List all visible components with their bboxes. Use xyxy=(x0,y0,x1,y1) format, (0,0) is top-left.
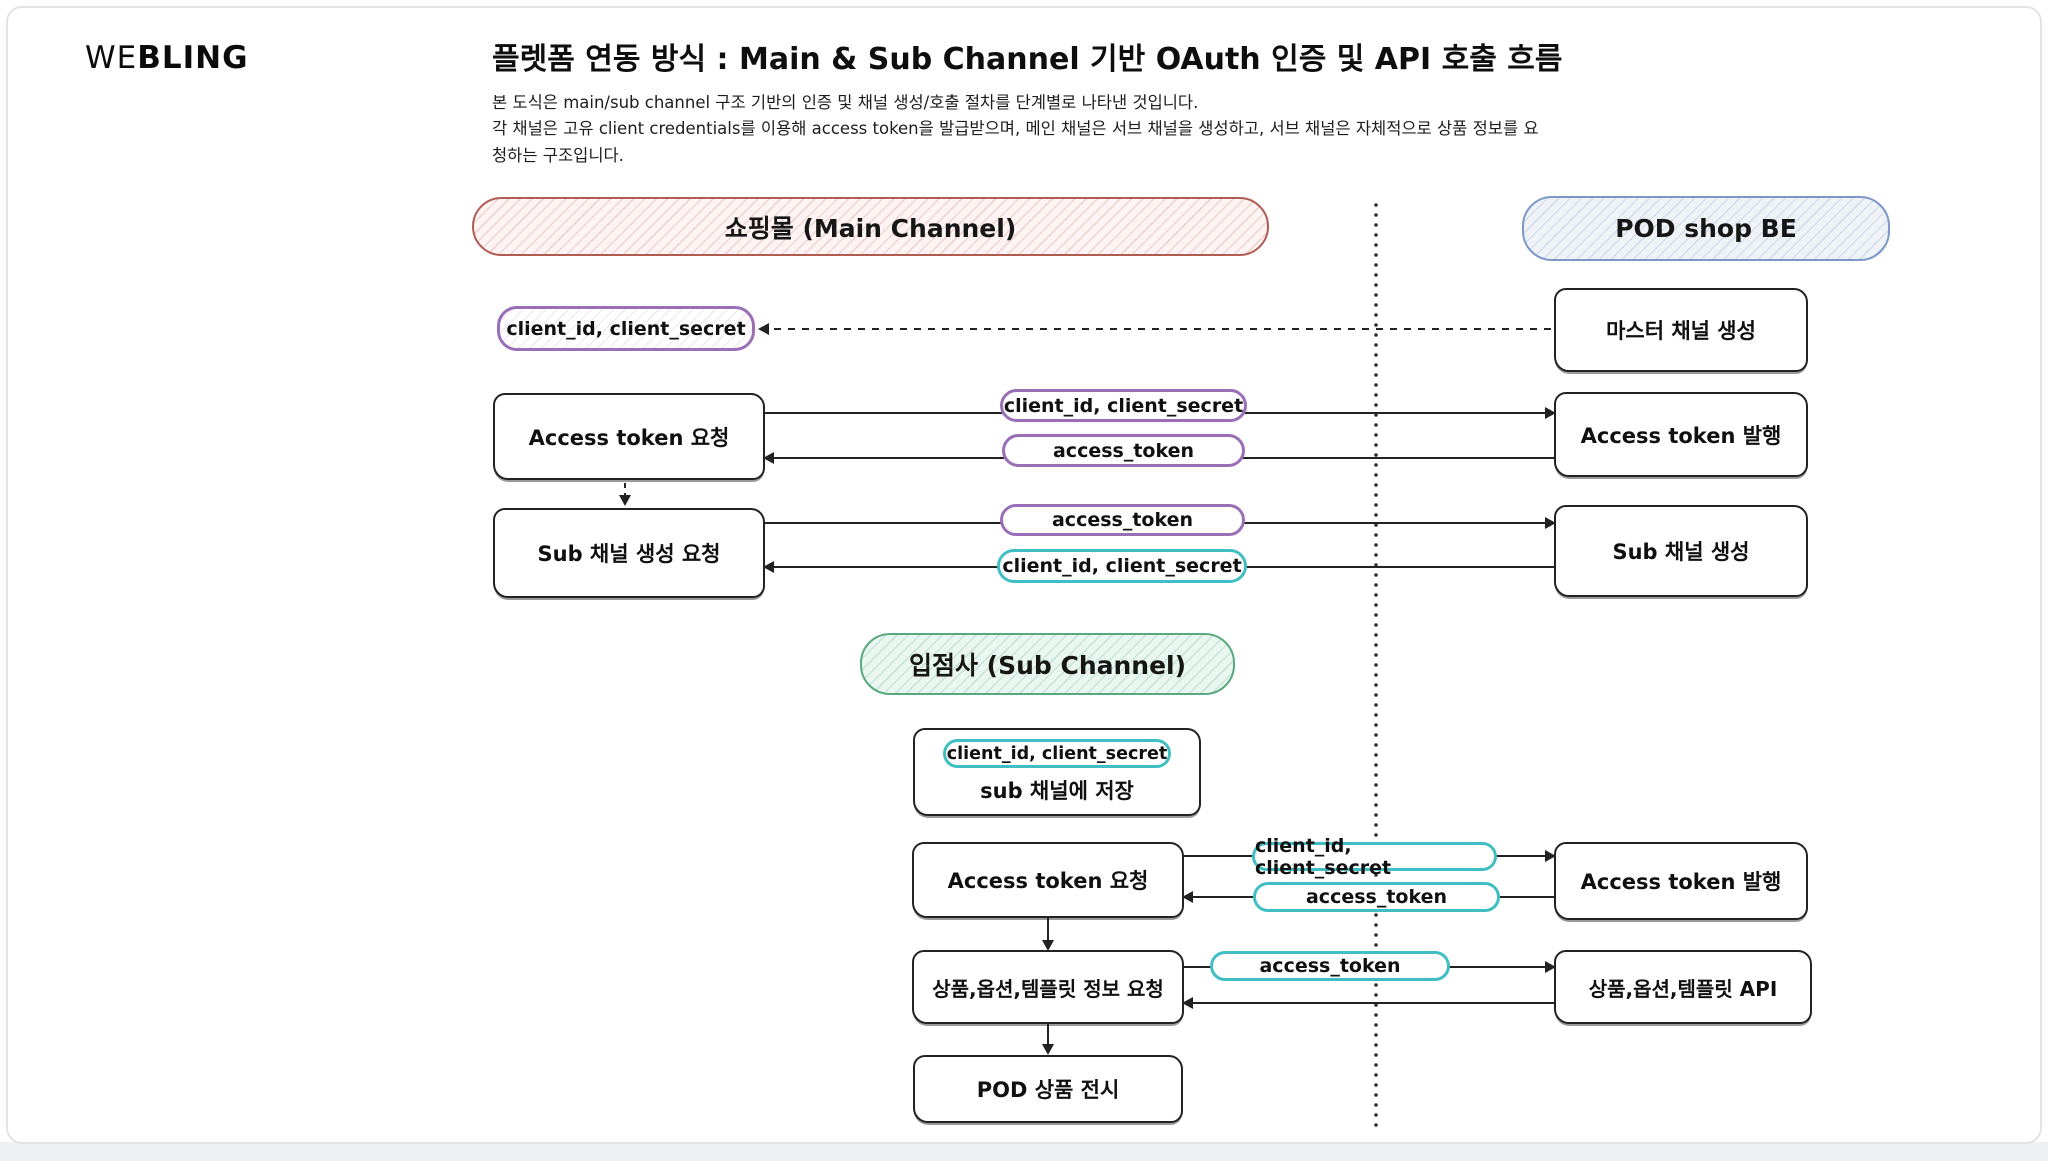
pill-main-credentials-sent: client_id, client_secret xyxy=(1000,389,1247,422)
box-store-credentials-label: sub 채널에 저장 xyxy=(980,779,1134,803)
box-sub-channel-create: Sub 채널 생성 xyxy=(1554,505,1808,597)
box-pod-product-display: POD 상품 전시 xyxy=(913,1055,1183,1123)
box-store-credentials: client_id, client_secret sub 채널에 저장 xyxy=(913,728,1201,816)
lane-pod-shop-be: POD shop BE xyxy=(1522,196,1890,261)
lane-main-channel-label: 쇼핑몰 (Main Channel) xyxy=(724,213,1017,243)
lane-sub-channel: 입점사 (Sub Channel) xyxy=(860,633,1235,695)
arrow-product-response xyxy=(1182,997,1554,1009)
arrow-main-next-step xyxy=(619,483,631,506)
logo-bling: BLING xyxy=(137,40,249,76)
window-bottom-strip xyxy=(0,1142,2048,1161)
pill-subch-access-token-label: access_token xyxy=(1305,886,1448,908)
pill-subch-credentials-sent-label: client_id, client_secret xyxy=(1255,834,1392,879)
box-master-channel-create-label: 마스터 채널 생성 xyxy=(1606,319,1756,343)
pill-product-access-token: access_token xyxy=(1210,951,1450,981)
box-main-token-issue-label: Access token 발행 xyxy=(1580,423,1782,448)
pill-subch-access-token: access_token xyxy=(1253,882,1500,912)
box-main-token-issue: Access token 발행 xyxy=(1554,392,1808,477)
box-product-api-label: 상품,옵션,템플릿 API xyxy=(1588,976,1778,1001)
page-description: 본 도식은 main/sub channel 구조 기반의 인증 및 채널 생성… xyxy=(492,90,1552,169)
box-product-info-request: 상품,옵션,템플릿 정보 요청 xyxy=(912,950,1184,1024)
pill-main-access-token: access_token xyxy=(1002,434,1245,467)
pill-sub-credentials-returned-label: client_id, client_secret xyxy=(1002,555,1242,577)
pill-stored-credentials-label: client_id, client_secret xyxy=(946,743,1168,764)
lifeline-dotted-divider xyxy=(1374,200,1378,1133)
pill-credentials-issued-label: client_id, client_secret xyxy=(506,317,746,340)
box-pod-product-display-label: POD 상품 전시 xyxy=(976,1078,1120,1102)
box-subch-token-issue-label: Access token 발행 xyxy=(1580,870,1782,894)
box-master-channel-create: 마스터 채널 생성 xyxy=(1554,288,1808,372)
pill-credentials-issued: client_id, client_secret xyxy=(497,306,755,351)
arrow-subch-next-step-2 xyxy=(1042,1024,1054,1055)
box-product-api: 상품,옵션,템플릿 API xyxy=(1554,950,1812,1024)
lane-main-channel: 쇼핑몰 (Main Channel) xyxy=(472,197,1269,256)
pill-sub-create-token-label: access_token xyxy=(1051,509,1194,531)
box-product-info-request-label: 상품,옵션,템플릿 정보 요청 xyxy=(932,976,1164,1001)
pill-sub-credentials-returned: client_id, client_secret xyxy=(997,549,1247,583)
pill-main-credentials-sent-label: client_id, client_secret xyxy=(1003,394,1244,417)
box-subch-token-issue: Access token 발행 xyxy=(1554,842,1808,920)
pill-subch-credentials-sent: client_id, client_secret xyxy=(1252,835,1497,879)
arrow-subch-next-step-1 xyxy=(1042,918,1054,951)
lane-sub-channel-label: 입점사 (Sub Channel) xyxy=(908,651,1187,680)
pill-stored-credentials: client_id, client_secret xyxy=(943,739,1171,768)
box-sub-create-request-label: Sub 채널 생성 요청 xyxy=(537,542,721,566)
lane-pod-shop-be-label: POD shop BE xyxy=(1615,214,1797,243)
description-line-1: 본 도식은 main/sub channel 구조 기반의 인증 및 채널 생성… xyxy=(492,93,1199,112)
webling-logo: WEBLING xyxy=(85,40,249,76)
logo-we: WE xyxy=(85,40,138,76)
box-subch-token-request-label: Access token 요청 xyxy=(947,869,1149,893)
box-sub-create-request: Sub 채널 생성 요청 xyxy=(493,508,765,598)
box-sub-channel-create-label: Sub 채널 생성 xyxy=(1612,540,1750,564)
description-line-2: 각 채널은 고유 client credentials를 이용해 access … xyxy=(492,119,1539,165)
pill-sub-create-token: access_token xyxy=(1000,504,1245,536)
pill-main-access-token-label: access_token xyxy=(1052,439,1195,462)
pill-product-access-token-label: access_token xyxy=(1259,955,1401,977)
box-subch-token-request: Access token 요청 xyxy=(912,842,1184,918)
page-title: 플렛폼 연동 방식 : Main & Sub Channel 기반 OAuth … xyxy=(492,42,1563,77)
box-main-token-request: Access token 요청 xyxy=(493,393,765,480)
arrow-master-to-credentials xyxy=(758,323,1554,335)
box-main-token-request-label: Access token 요청 xyxy=(528,425,730,450)
